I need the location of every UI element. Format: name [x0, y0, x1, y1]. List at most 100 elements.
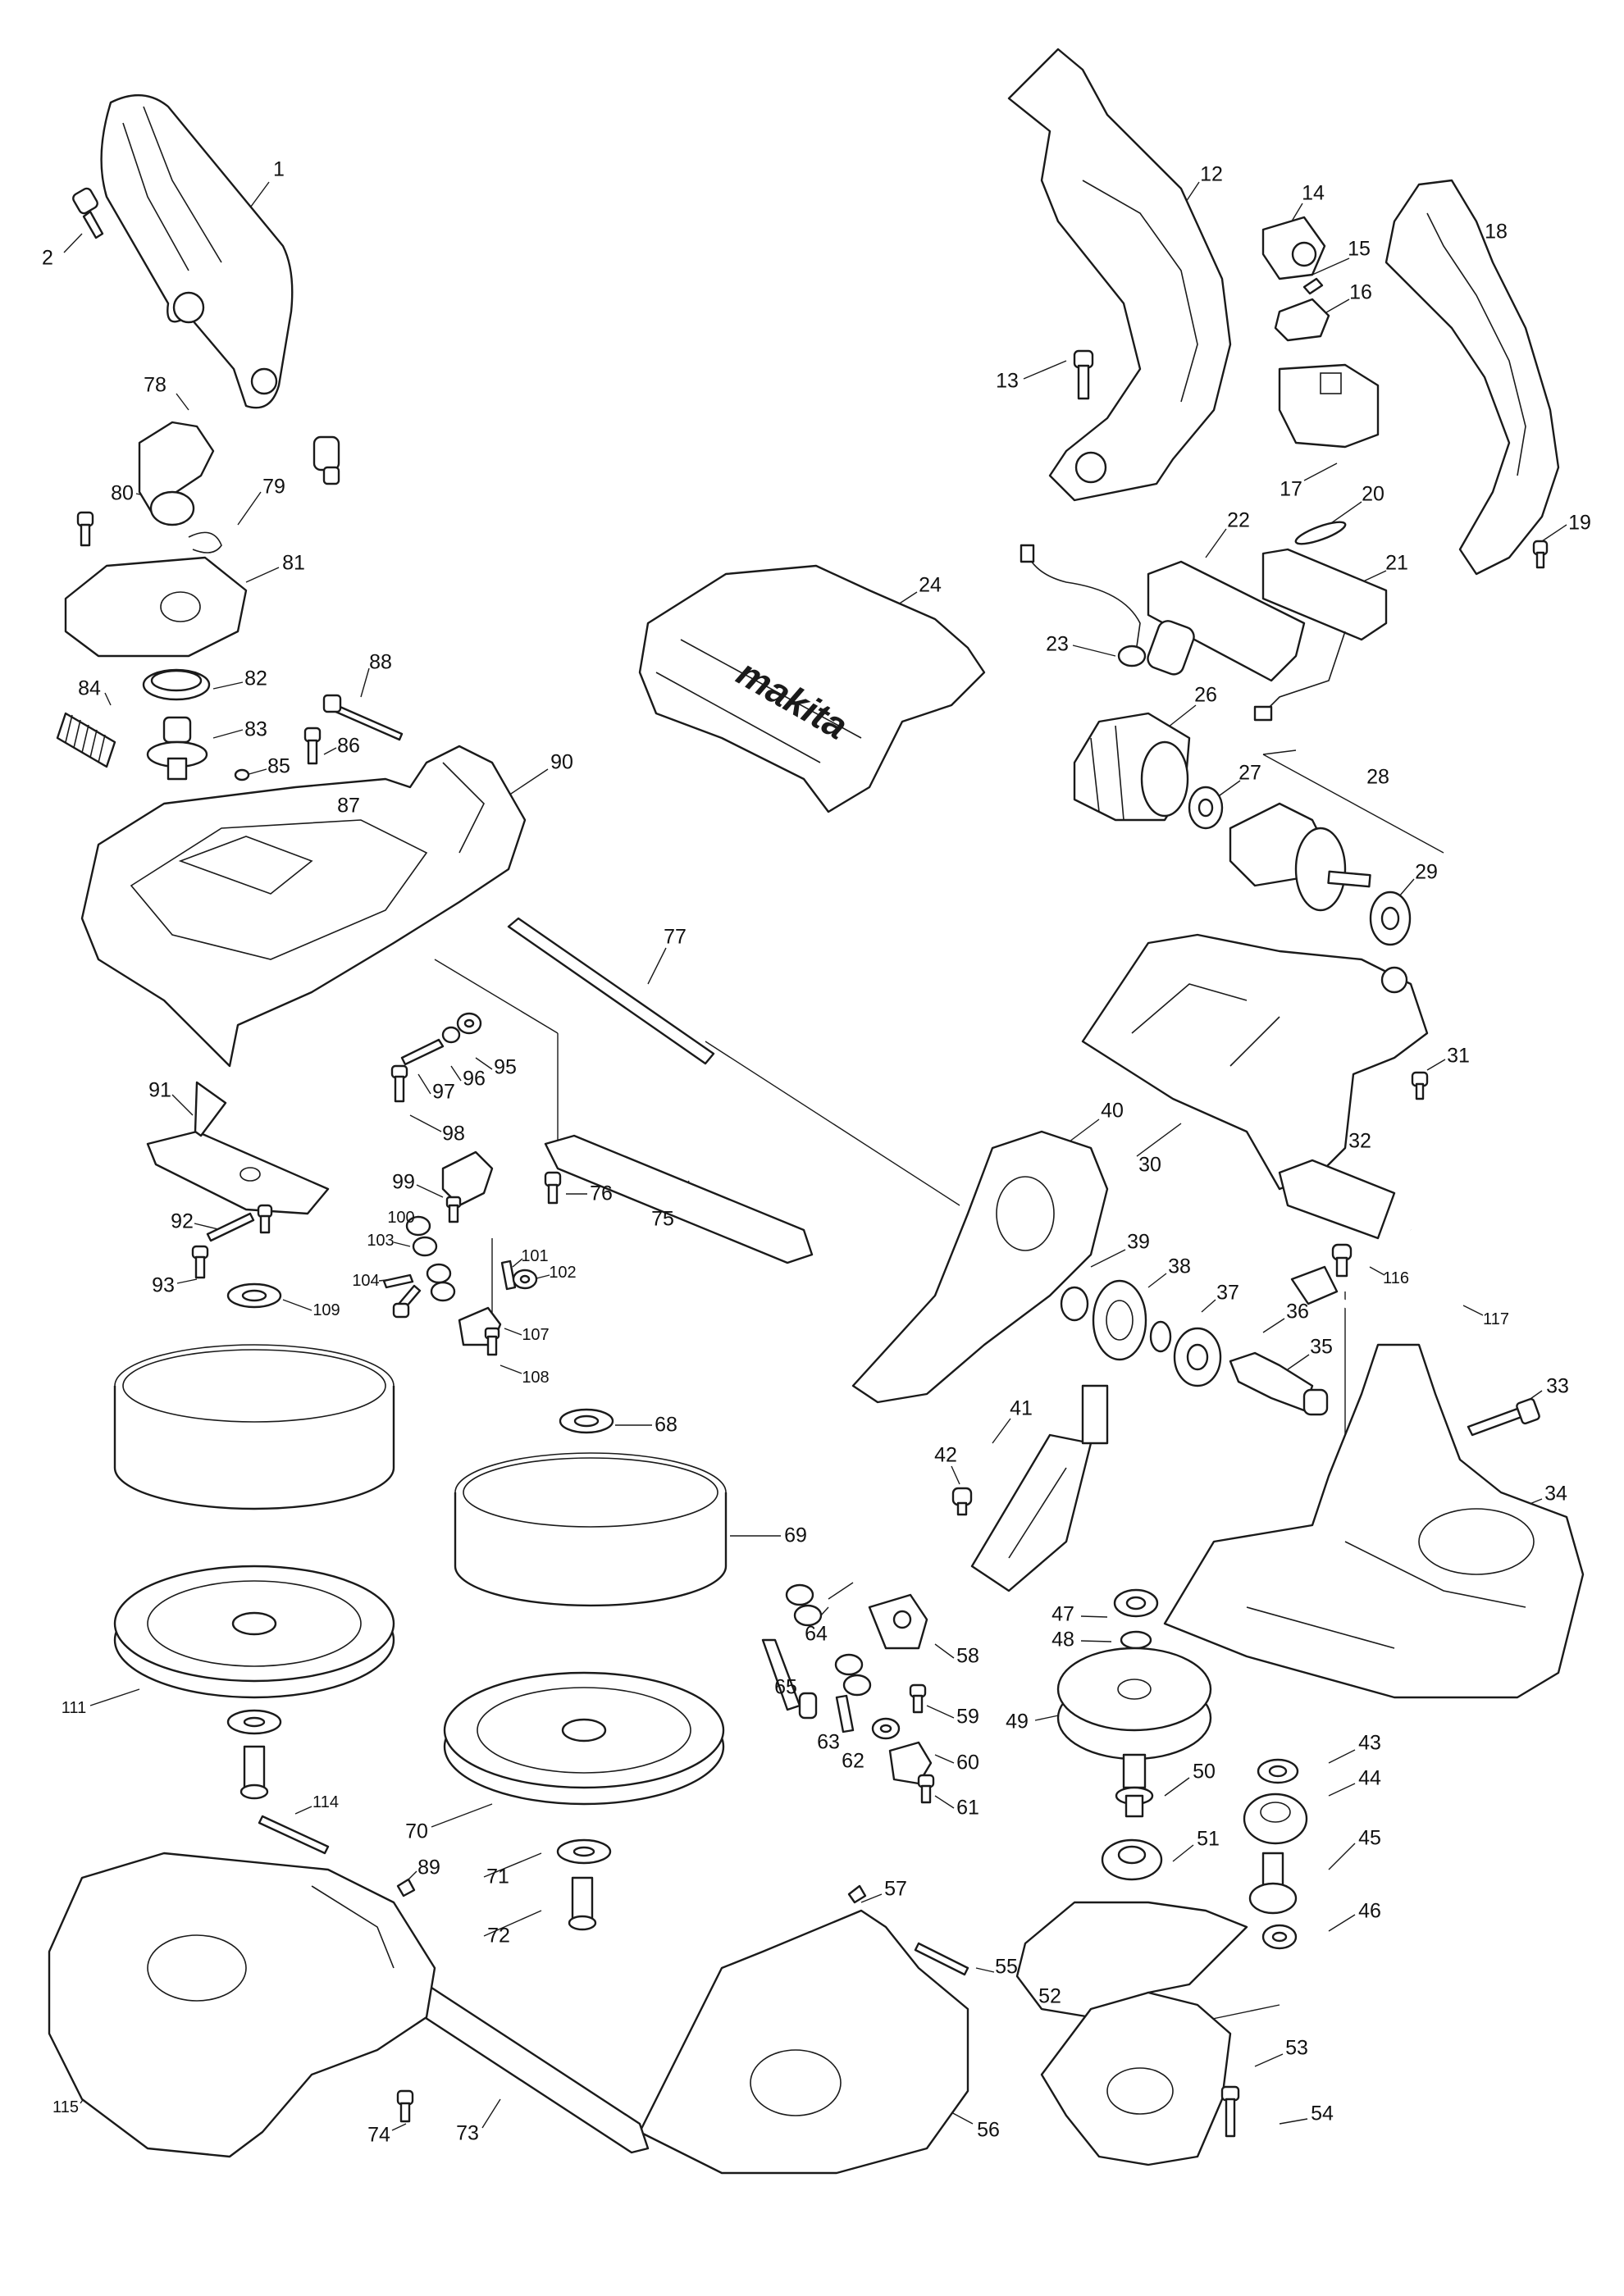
- part-53-gear-cover: [1040, 1991, 1232, 2166]
- part-51-bearing: [1101, 1838, 1163, 1881]
- part-label-84: 84: [78, 676, 101, 700]
- part-38-gear: [1092, 1279, 1147, 1361]
- part-82-ring: [142, 668, 211, 701]
- part-74-screw: [396, 2089, 414, 2123]
- part-97-bolt: [400, 1038, 445, 1066]
- part-69-band-tire: [454, 1452, 728, 1607]
- part-label-73: 73: [456, 2121, 479, 2145]
- part-label-97: 97: [432, 1080, 455, 1104]
- part-label-101: 101: [521, 1247, 549, 1265]
- part-100-screw: [445, 1196, 462, 1223]
- part-label-52: 52: [1038, 1984, 1061, 2008]
- part-81-plate: [64, 556, 248, 658]
- part-label-32: 32: [1348, 1129, 1371, 1153]
- part-label-78: 78: [144, 373, 167, 397]
- part-99-holder: [441, 1150, 494, 1207]
- part-label-50: 50: [1193, 1760, 1216, 1784]
- part-label-33: 33: [1546, 1374, 1569, 1398]
- leader-lines: [63, 181, 1567, 2131]
- part-13-screw: [1073, 349, 1094, 400]
- part-label-64: 64: [805, 1622, 828, 1646]
- part-label-42: 42: [934, 1443, 957, 1467]
- part-98-screw: [390, 1064, 408, 1103]
- part-label-88: 88: [369, 650, 392, 674]
- upper-band-tire: [113, 1344, 395, 1510]
- part-32-plate: [1278, 1159, 1396, 1240]
- part-label-30: 30: [1138, 1153, 1161, 1177]
- part-label-71: 71: [486, 1865, 509, 1888]
- part-label-116: 116: [1383, 1269, 1409, 1287]
- part-109-washer: [226, 1282, 282, 1309]
- part-label-82: 82: [244, 667, 267, 690]
- part-71-washer: [556, 1838, 612, 1865]
- part-label-95: 95: [494, 1055, 517, 1079]
- part-label-17: 17: [1280, 477, 1302, 501]
- part-15-spring: [1302, 277, 1324, 295]
- part-label-16: 16: [1349, 280, 1372, 304]
- part-label-44: 44: [1358, 1766, 1381, 1790]
- part-58-holder: [868, 1593, 928, 1650]
- part-77-shaft: [507, 917, 715, 1065]
- part-115-upper-guard: [48, 1852, 436, 2158]
- part-label-115: 115: [52, 2098, 79, 2116]
- part-48-ring: [1120, 1630, 1152, 1650]
- part-86-screw: [303, 727, 322, 765]
- part-28-armature: [1229, 802, 1371, 912]
- part-label-83: 83: [244, 718, 267, 741]
- part-42-screw: [951, 1487, 973, 1516]
- part-16-lever: [1274, 298, 1330, 342]
- part-29-bearing: [1369, 891, 1412, 946]
- part-30-gear-housing: [1081, 933, 1429, 1191]
- part-18-housing-half: [1385, 179, 1560, 576]
- part-40-gear-cover: [851, 1130, 1109, 1404]
- part-19-screw: [1532, 540, 1549, 569]
- pin-part: [312, 435, 340, 485]
- part-label-43: 43: [1358, 1731, 1381, 1755]
- part-label-87: 87: [337, 794, 360, 818]
- part-56-lower-guard: [638, 1909, 969, 2175]
- part-96-washer: [441, 1026, 461, 1044]
- part-68-washer: [559, 1408, 614, 1434]
- part-54-screw: [1220, 2085, 1240, 2138]
- part-111-wheel: [113, 1565, 395, 1699]
- part-21-controller: [1253, 548, 1388, 722]
- part-label-2: 2: [42, 246, 53, 270]
- part-1-handle-cover: [100, 93, 294, 409]
- part-36-bearing: [1173, 1327, 1222, 1387]
- part-85-washer: [234, 768, 250, 781]
- part-label-74: 74: [367, 2123, 390, 2147]
- part-80-screw: [76, 511, 94, 547]
- part-label-39: 39: [1127, 1230, 1150, 1254]
- part-label-48: 48: [1051, 1628, 1074, 1651]
- part-label-22: 22: [1227, 508, 1250, 532]
- part-label-81: 81: [282, 551, 305, 575]
- part-50-shaft: [1115, 1753, 1154, 1818]
- part-73-bracket: [408, 1983, 650, 2154]
- part-label-114: 114: [312, 1793, 339, 1811]
- part-label-100: 100: [387, 1209, 415, 1227]
- part-label-40: 40: [1101, 1099, 1124, 1123]
- part-label-26: 26: [1194, 683, 1217, 707]
- part-62-washer: [871, 1717, 901, 1740]
- part-label-35: 35: [1310, 1335, 1333, 1359]
- part-label-104: 104: [352, 1272, 380, 1290]
- part-label-23: 23: [1046, 632, 1069, 656]
- part-79-spring: [188, 531, 222, 554]
- part-label-89: 89: [417, 1856, 440, 1879]
- part-label-19: 19: [1568, 511, 1591, 535]
- part-label-18: 18: [1485, 220, 1508, 244]
- part-label-107: 107: [522, 1326, 550, 1344]
- part-label-59: 59: [956, 1705, 979, 1729]
- part-91-plate: [146, 1081, 330, 1215]
- part-label-102: 102: [549, 1264, 577, 1282]
- part-72-bolt: [568, 1876, 597, 1931]
- part-label-62: 62: [842, 1749, 864, 1773]
- part-label-92: 92: [171, 1210, 194, 1233]
- part-57-clip: [847, 1884, 867, 1904]
- part-39-bearing: [1060, 1286, 1089, 1322]
- part-label-27: 27: [1239, 761, 1261, 785]
- part-label-51: 51: [1197, 1827, 1220, 1851]
- part-label-91: 91: [148, 1078, 171, 1102]
